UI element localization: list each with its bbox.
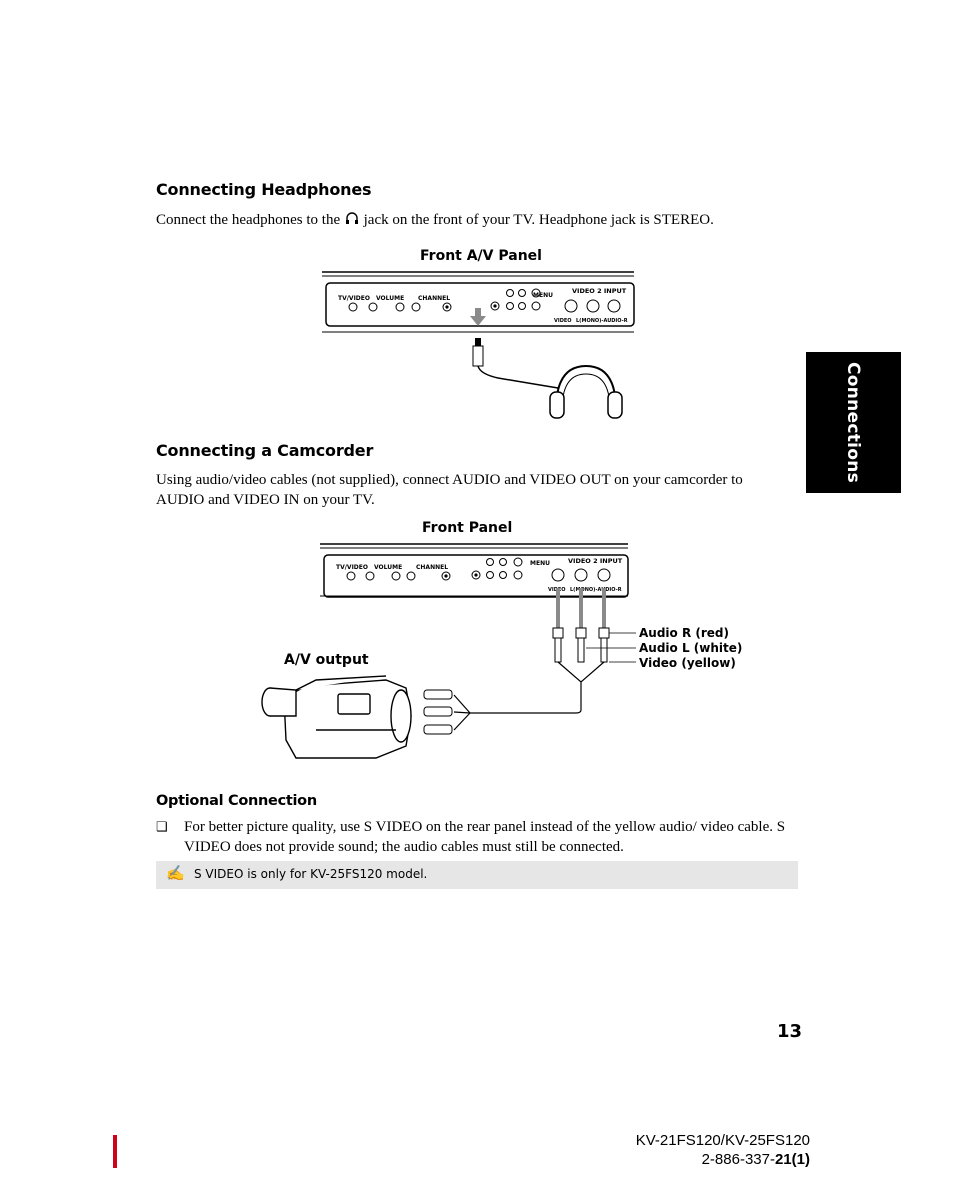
audio-jack-label: L(MONO)-AUDIO-R: [576, 318, 628, 324]
tv-video-label: TV/VIDEO: [338, 295, 370, 302]
footer-red-bar: [113, 1135, 117, 1168]
audio-r-label: Audio R (red): [639, 626, 729, 640]
headphones-instruction: Connect the headphones to the jack on th…: [156, 210, 796, 230]
connections-side-tab: Connections: [806, 352, 901, 493]
footer-code: 2-886-337-21(1): [701, 1151, 810, 1168]
tv-video-label-2: TV/VIDEO: [336, 564, 368, 571]
camcorder-heading: Connecting a Camcorder: [156, 441, 374, 460]
bullet-marker: ❑: [156, 819, 168, 834]
note-pencil-icon: ✍: [166, 866, 185, 882]
cable-labels: Audio R (red) Audio L (white) Video (yel…: [639, 626, 742, 671]
av-output-label: A/V output: [284, 652, 369, 668]
optional-connection-heading: Optional Connection: [156, 793, 317, 809]
footer-model-info: KV-21FS120/KV-25FS120 2-886-337-21(1): [560, 1131, 810, 1169]
video2-input-label: VIDEO 2 INPUT: [572, 287, 627, 295]
camcorder-instruction: Using audio/video cables (not supplied),…: [156, 472, 743, 508]
side-tab-label: Connections: [843, 361, 864, 484]
footer-models: KV-21FS120/KV-25FS120: [635, 1132, 810, 1149]
video-jack-label: VIDEO: [554, 318, 572, 324]
video2-input-label-2: VIDEO 2 INPUT: [568, 557, 623, 565]
rca-plugs: [552, 627, 610, 663]
panel-buttons: [348, 288, 621, 313]
note-text: S VIDEO is only for KV-25FS120 model.: [194, 867, 428, 881]
front-av-panel-title: Front A/V Panel: [420, 248, 542, 264]
audio-jack-label-2: L(MONO)-AUDIO-R: [570, 587, 622, 593]
channel-label: CHANNEL: [418, 295, 450, 302]
page-number: 13: [777, 1021, 803, 1042]
audio-l-label: Audio L (white): [639, 641, 743, 655]
optional-connection-text: For better picture quality, use S VIDEO …: [184, 819, 786, 855]
video-yellow-label: Video (yellow): [639, 656, 736, 670]
menu-label-2: MENU: [530, 560, 550, 567]
camcorder-illustration: [261, 675, 412, 759]
volume-label-2: VOLUME: [374, 564, 402, 571]
note-box: ✍ S VIDEO is only for KV-25FS120 model.: [156, 861, 798, 889]
front-panel-title: Front Panel: [422, 520, 513, 536]
volume-up-button: [395, 302, 405, 312]
instruction-text-start: Connect the headphones to the: [156, 212, 341, 228]
menu-label: MENU: [533, 292, 553, 299]
channel-down-button: [411, 302, 421, 312]
headphone-jack-icon: [344, 210, 360, 226]
cable-leads: [556, 588, 606, 628]
tv-video-button: [348, 302, 358, 312]
channel-label-2: CHANNEL: [416, 564, 448, 571]
volume-down-button: [368, 302, 378, 312]
headphones-diagram: TV/VIDEO VOLUME CHANNEL MENU VIDEO 2 INP…: [322, 271, 635, 419]
instruction-text-end: jack on the front of your TV. Headphone …: [363, 212, 714, 228]
headphones-heading: Connecting Headphones: [156, 180, 372, 199]
camcorder-diagram: TV/VIDEO VOLUME CHANNEL MENU VIDEO 2 INP…: [261, 543, 636, 759]
volume-label: VOLUME: [376, 295, 404, 302]
